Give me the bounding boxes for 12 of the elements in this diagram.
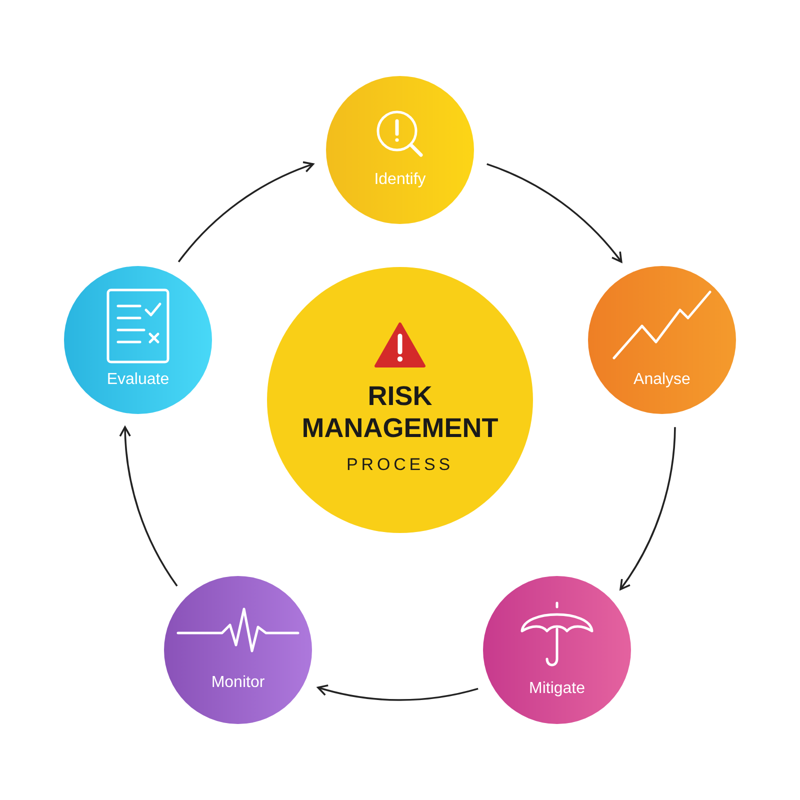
curved-arrow bbox=[178, 162, 314, 262]
curved-arrow bbox=[120, 426, 178, 586]
curved-arrow bbox=[317, 684, 478, 701]
title-text: RISK MANAGEMENT bbox=[300, 380, 500, 444]
step-label: Mitigate bbox=[528, 679, 586, 699]
subtitle-text: PROCESS bbox=[346, 454, 454, 476]
step-label: Identify bbox=[374, 170, 426, 190]
step-label: Analyse bbox=[634, 370, 690, 390]
curved-arrow bbox=[620, 427, 676, 590]
step-label: Evaluate bbox=[106, 370, 170, 390]
step-label: Monitor bbox=[211, 673, 265, 693]
curved-arrow bbox=[486, 163, 622, 263]
